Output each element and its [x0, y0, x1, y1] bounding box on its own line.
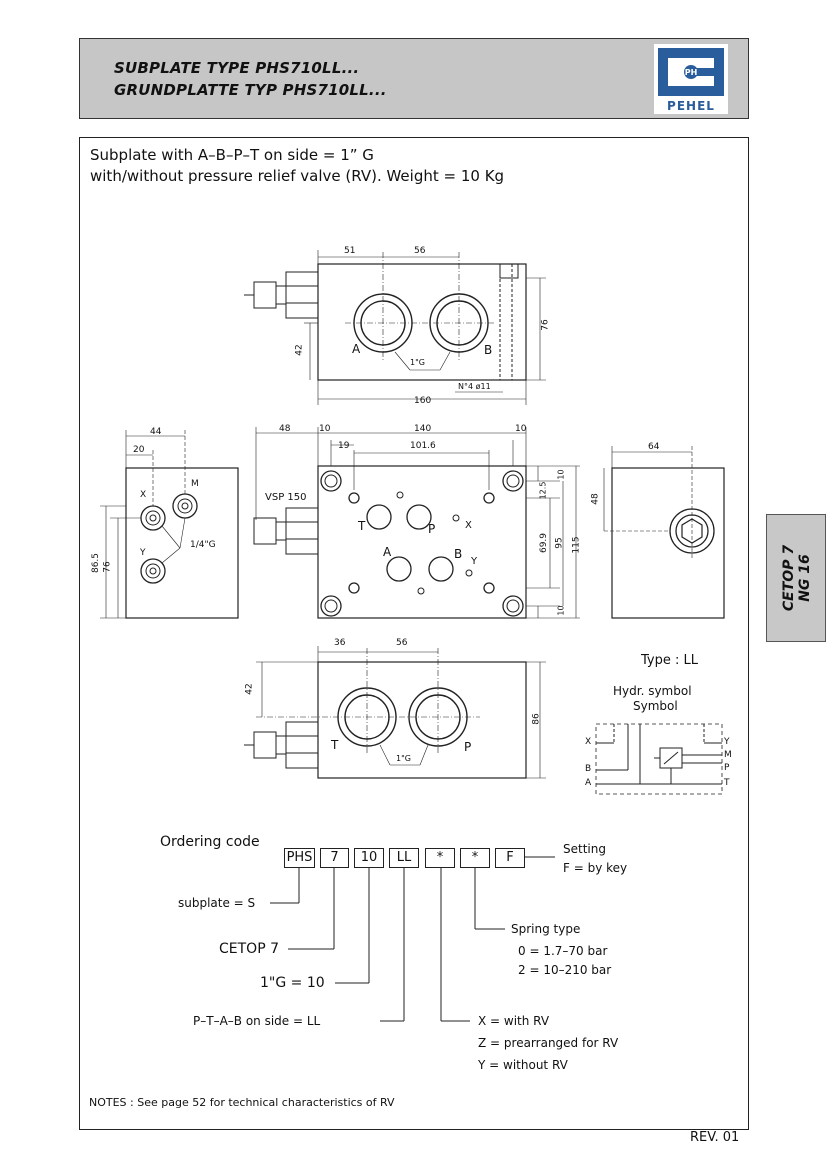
symbol-x: X	[585, 737, 592, 747]
front-view	[253, 427, 580, 619]
top-dim-160: 160	[414, 396, 432, 406]
front-port-x: X	[465, 520, 472, 531]
subplate-label: subplate = S	[178, 896, 256, 910]
top-dim-42: 42	[294, 344, 305, 356]
symbol-type: Type : LL	[641, 653, 698, 668]
symbol-hydr: Hydr. symbol	[613, 684, 692, 698]
left-thread: 1/4"G	[190, 540, 216, 550]
bottom-view	[244, 646, 546, 779]
left-port-y: Y	[140, 548, 146, 558]
front-dim-10-top: 10	[556, 469, 566, 480]
symbol-m: M	[724, 750, 732, 760]
left-dim-86-5: 86.5	[91, 552, 102, 574]
code-box-rv: *	[425, 848, 455, 868]
pehel-logo-icon: PH PEHEL	[654, 44, 728, 114]
top-dim-51: 51	[344, 246, 356, 256]
left-dim-76: 76	[102, 561, 113, 573]
spring-title: Spring type	[511, 922, 581, 936]
rv-y: Y = without RV	[478, 1058, 568, 1072]
tab-line-1: CETOP 7	[781, 544, 797, 612]
intro-line-1: Subplate with A–B–P–T on side = 1” G	[90, 146, 374, 164]
cetop-side-tab: CETOP 7 NG 16	[766, 514, 826, 642]
bottom-dim-42: 42	[244, 683, 255, 695]
front-dim-10-bottom: 10	[556, 605, 566, 616]
header-banner: SUBPLATE TYPE PHS710LL... GRUNDPLATTE TY…	[79, 38, 749, 119]
title-german: GRUNDPLATTE TYP PHS710LL...	[114, 81, 387, 99]
code-box-7: 7	[320, 848, 349, 868]
top-view	[244, 250, 546, 405]
bottom-thread: 1"G	[396, 754, 411, 763]
front-dim-10-left: 10	[319, 424, 331, 434]
left-dim-20: 20	[133, 445, 145, 455]
symbol-symbol: Symbol	[633, 699, 678, 713]
front-vsp-label: VSP 150	[265, 492, 307, 503]
right-dim-64: 64	[648, 442, 660, 452]
setting-label: Setting	[563, 842, 606, 856]
front-port-y: Y	[471, 556, 478, 567]
rv-x: X = with RV	[478, 1014, 550, 1028]
top-port-b: B	[484, 343, 493, 357]
front-port-p: P	[428, 522, 436, 536]
bottom-port-p: P	[464, 740, 472, 754]
bottom-dim-86: 86	[531, 713, 542, 725]
logo-mark: PH	[685, 68, 698, 77]
top-dim-56: 56	[414, 246, 426, 256]
front-dim-48: 48	[279, 424, 291, 434]
side-label: P–T–A–B on side = LL	[193, 1014, 321, 1028]
front-dim-10-right: 10	[515, 424, 527, 434]
symbol-p: P	[724, 763, 730, 773]
right-dim-48: 48	[590, 493, 601, 505]
front-dim-19: 19	[338, 441, 350, 451]
tab-line-2: NG 16	[797, 554, 813, 602]
bottom-port-t: T	[331, 738, 339, 752]
front-dim-69-9: 69.9	[539, 532, 550, 554]
front-dim-101-6: 101.6	[410, 441, 436, 451]
symbol-a: A	[585, 778, 592, 788]
code-box-setting: F	[495, 848, 525, 868]
symbol-t: T	[724, 778, 730, 788]
rv-z: Z = prearranged for RV	[478, 1036, 619, 1050]
code-box-phs: PHS	[284, 848, 315, 868]
front-port-b: B	[454, 547, 463, 561]
spring-0: 0 = 1.7–70 bar	[518, 944, 608, 958]
front-port-t: T	[358, 519, 366, 533]
bottom-dim-36: 36	[334, 638, 346, 648]
top-holes: N°4 ø11	[458, 382, 491, 391]
spring-2: 2 = 10–210 bar	[518, 963, 612, 977]
symbol-y: Y	[724, 737, 730, 747]
top-thread: 1"G	[410, 358, 425, 367]
top-port-a: A	[352, 342, 361, 356]
hydraulic-symbol	[595, 723, 723, 795]
intro-line-2: with/without pressure relief valve (RV).…	[90, 167, 505, 185]
right-side-view	[603, 446, 725, 619]
cetop-label: CETOP 7	[219, 941, 279, 957]
left-port-x: X	[140, 490, 147, 500]
ordering-lines	[270, 856, 555, 1022]
setting-f-label: F = by key	[563, 861, 628, 875]
left-dim-44: 44	[150, 427, 162, 437]
front-dim-12-5: 12.5	[538, 481, 548, 500]
code-box-10: 10	[354, 848, 384, 868]
title-english: SUBPLATE TYPE PHS710LL...	[114, 59, 360, 77]
front-dim-140: 140	[414, 424, 432, 434]
revision-label: REV. 01	[690, 1130, 740, 1145]
front-dim-95: 95	[554, 537, 565, 549]
drawing-frame	[79, 137, 749, 1130]
logo-text: PEHEL	[667, 99, 715, 113]
ordering-title: Ordering code	[160, 834, 260, 850]
front-port-a: A	[383, 545, 392, 559]
top-dim-76: 76	[540, 319, 551, 331]
size-label: 1"G = 10	[260, 975, 325, 991]
left-side-view	[100, 430, 239, 619]
code-box-spring: *	[460, 848, 490, 868]
bottom-dim-56: 56	[396, 638, 408, 648]
symbol-b: B	[585, 764, 592, 774]
notes: NOTES : See page 52 for technical charac…	[89, 1096, 395, 1109]
front-dim-115: 115	[571, 536, 582, 554]
left-port-m: M	[191, 479, 199, 489]
code-box-ll: LL	[389, 848, 419, 868]
